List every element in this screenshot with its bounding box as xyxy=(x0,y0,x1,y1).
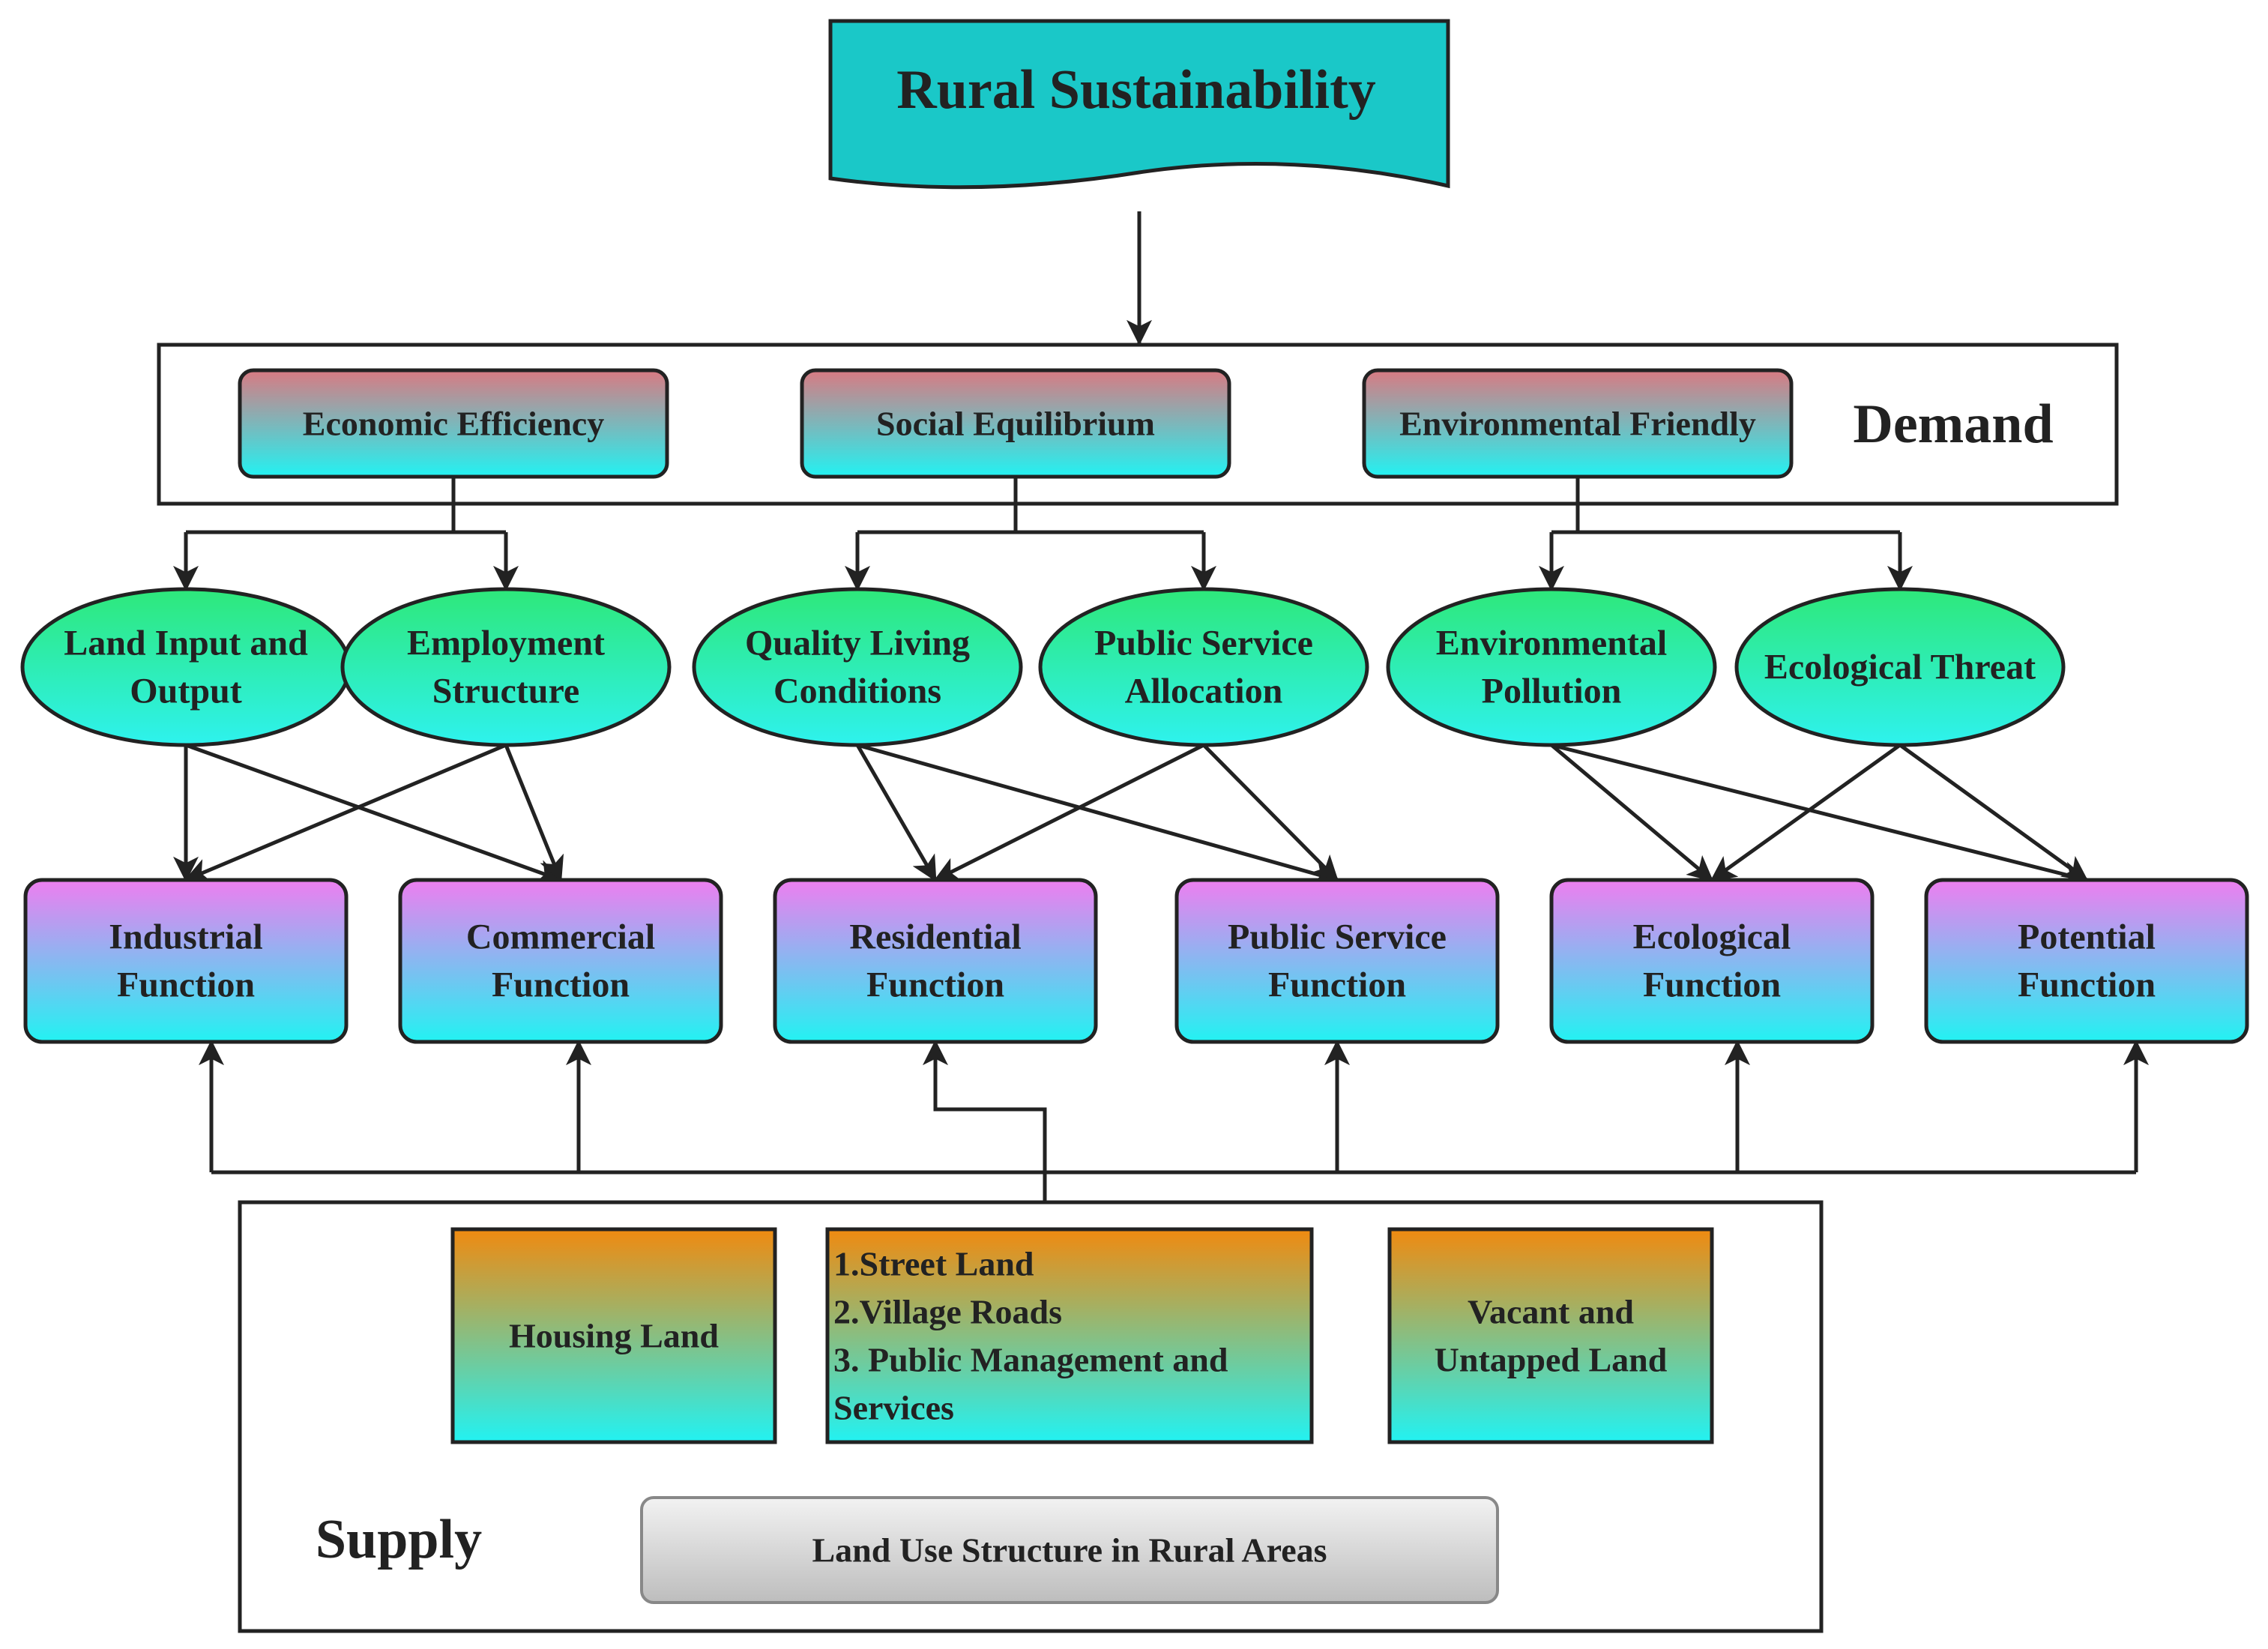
land-type-vacant-and-label: Vacant and xyxy=(1468,1293,1634,1331)
indicator-land-input-and-output-ellipse xyxy=(20,587,352,747)
function-commercial-function-label: Commercial xyxy=(466,917,655,957)
indicator-environmental-pollution-label: Environmental xyxy=(1436,624,1667,663)
land-type-1-street-land-label: Services xyxy=(833,1389,954,1427)
function-ecological-function-box xyxy=(1549,878,1875,1044)
category-environmental-friendly-label: Environmental Friendly xyxy=(1399,405,1756,443)
link-2-a-to-f2 xyxy=(1551,743,2089,887)
demand-label: Demand xyxy=(1853,394,2053,455)
function-public-service-function-label: Function xyxy=(1268,965,1406,1005)
function-public-service-function-label: Public Service xyxy=(1228,917,1447,957)
function-ecological-function-label: Ecological xyxy=(1633,917,1791,957)
function-commercial-function-label: Function xyxy=(492,965,630,1005)
indicator-land-input-and-output-label: Land Input and xyxy=(64,624,308,663)
link-0-b-to-f2 xyxy=(504,744,564,882)
function-potential-function-label: Potential xyxy=(2018,917,2156,957)
link-2-a-to-f1 xyxy=(1550,744,1714,881)
supply-arrow-2 xyxy=(923,1040,1047,1172)
function-potential-function-box xyxy=(1924,878,2249,1044)
indicator-quality-living-conditions-label: Quality Living xyxy=(745,624,970,663)
land-type-vacant-and-box xyxy=(1387,1227,1714,1444)
link-1-b-to-f1 xyxy=(933,743,1205,882)
indicator-ecological-threat-ellipse xyxy=(1734,587,2066,747)
land-type-1-street-land-label: 3. Public Management and xyxy=(833,1341,1228,1379)
indicator-environmental-pollution-label: Pollution xyxy=(1482,672,1622,711)
land-type-housing-land-label: Housing Land xyxy=(509,1317,719,1355)
function-industrial-function-label: Industrial xyxy=(109,917,262,957)
link-2-b-to-f1 xyxy=(1710,743,1901,882)
link-0-b-to-f1 xyxy=(184,743,507,883)
land-type-1-street-land-label: 2.Village Roads xyxy=(833,1293,1062,1331)
indicator-quality-living-conditions-ellipse xyxy=(692,587,1023,747)
function-industrial-function-label: Function xyxy=(117,965,255,1005)
land-type-vacant-and-label: Untapped Land xyxy=(1435,1341,1668,1379)
link-2-b-to-f2 xyxy=(1898,743,2089,882)
link-1-a-to-f1 xyxy=(855,744,938,882)
link-1-a-to-f2 xyxy=(857,743,1339,886)
indicator-public-service-allocation-ellipse xyxy=(1038,587,1369,747)
title-banner: Rural Sustainability xyxy=(828,19,1450,190)
category-environmental-friendly-box xyxy=(1362,368,1794,479)
indicator-employment-structure-label: Structure xyxy=(432,672,579,711)
indicator-public-service-allocation-label: Public Service xyxy=(1094,624,1313,663)
indicator-environmental-pollution-ellipse xyxy=(1386,587,1717,747)
function-public-service-function-box xyxy=(1174,878,1500,1044)
title-banner-shape xyxy=(828,19,1450,190)
function-potential-function-label: Function xyxy=(2018,965,2156,1005)
category-social-equilibrium-label: Social Equilibrium xyxy=(876,405,1155,443)
indicator-employment-structure-label: Employment xyxy=(407,624,605,663)
indicator-employment-structure-ellipse xyxy=(340,587,672,747)
land-use-structure-box xyxy=(640,1496,1499,1604)
indicator-quality-living-conditions-label: Conditions xyxy=(773,672,941,711)
function-residential-function-label: Residential xyxy=(849,917,1021,957)
category-economic-efficiency-label: Economic Efficiency xyxy=(303,405,604,443)
function-ecological-function-label: Function xyxy=(1643,965,1781,1005)
land-type-1-street-land-label: 1.Street Land xyxy=(833,1245,1034,1283)
category-social-equilibrium-box xyxy=(800,368,1231,479)
link-0-a-to-f2 xyxy=(185,743,563,884)
function-commercial-function-box xyxy=(398,878,723,1044)
land-type-1-street-land-box xyxy=(825,1227,1314,1444)
category-economic-efficiency-box xyxy=(238,368,669,479)
supply-label: Supply xyxy=(316,1509,482,1570)
link-1-b-to-f2 xyxy=(1202,744,1339,882)
land-type-housing-land-box xyxy=(450,1227,777,1444)
indicator-ecological-threat-label: Ecological Threat xyxy=(1764,648,2036,687)
connectors xyxy=(173,477,2149,1202)
land-use-structure-label: Land Use Structure in Rural Areas xyxy=(812,1531,1327,1570)
indicator-land-input-and-output-label: Output xyxy=(130,672,241,711)
diagram-title: Rural Sustainability xyxy=(896,59,1375,121)
function-industrial-function-box xyxy=(23,878,349,1044)
function-residential-function-box xyxy=(773,878,1098,1044)
function-residential-function-label: Function xyxy=(866,965,1004,1005)
indicator-public-service-allocation-label: Allocation xyxy=(1125,672,1283,711)
